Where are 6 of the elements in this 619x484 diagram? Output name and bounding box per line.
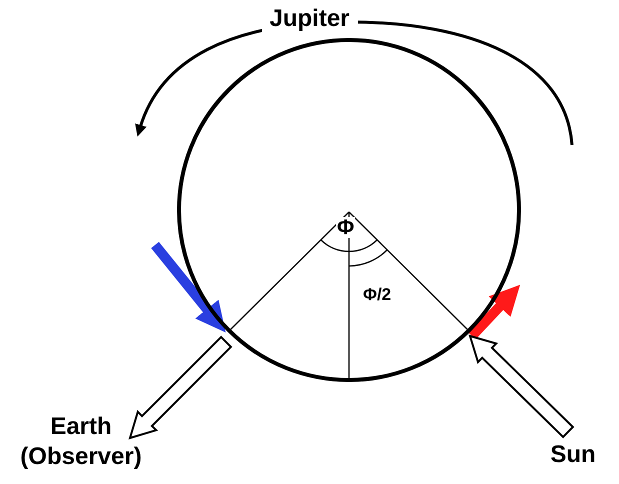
body-label: Sun [549,440,597,470]
body-label: Earth (Observer) [19,412,143,472]
hollow-arrow [128,336,232,440]
hollow-arrow [468,334,574,438]
angle-label: Φ [336,217,356,238]
angle-label: Φ/2 [362,286,392,303]
